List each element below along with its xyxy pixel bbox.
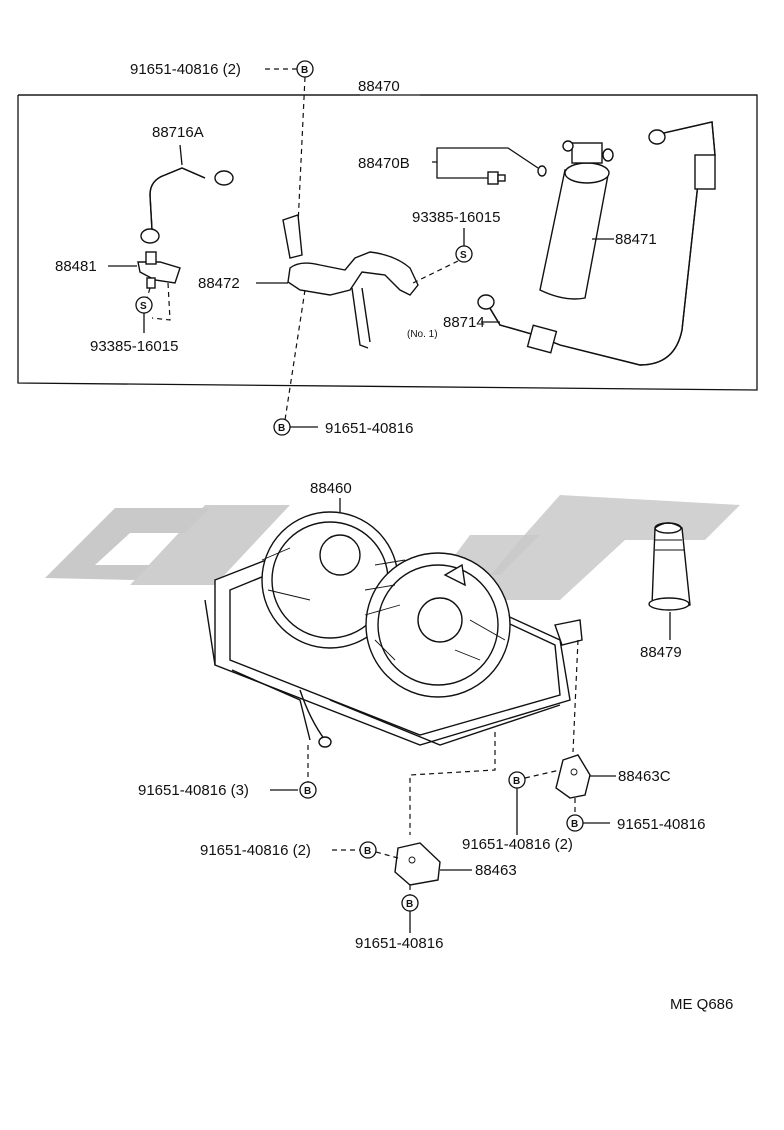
svg-text:S: S [460,250,467,261]
screw-badge-1: S [135,296,153,314]
receiver-drier-88471 [539,140,614,300]
label-88470B: 88470B [358,155,410,172]
label-91651-3: 91651-40816 (3) [138,782,249,799]
label-88716A: 88716A [152,124,204,141]
svg-text:B: B [278,423,285,434]
label-88471: 88471 [615,231,657,248]
bracket-88472 [282,214,419,349]
svg-text:B: B [301,65,308,76]
label-91651-2a: 91651-40816 (2) [200,842,311,859]
svg-text:S: S [140,301,147,312]
label-91651-bot: 91651-40816 [355,935,443,952]
label-88714-sub: (No. 1) [407,329,438,340]
screw-badge-2: S [455,245,473,263]
label-88479: 88479 [640,644,682,661]
bolt-badge-3: B [299,781,317,799]
bolt-badge-r2: B [566,814,584,832]
bracket-88463C [555,754,591,799]
label-88714: 88714 [443,314,485,331]
label-88463: 88463 [475,862,517,879]
bracket-88463 [394,842,441,886]
label-91651-r: 91651-40816 [617,816,705,833]
svg-text:B: B [304,786,311,797]
bolt-badge-l: B [359,841,377,859]
group-label: 88470 [358,78,400,95]
label-88460: 88460 [310,480,352,497]
label-88463C: 88463C [618,768,671,785]
bolt-badge-mid: B [273,418,291,436]
svg-text:B: B [364,846,371,857]
bolt-badge-bot: B [401,894,419,912]
condenser-fan-88460 [204,511,583,748]
diagram-code: ME Q686 [670,996,733,1013]
o-ring [537,165,547,177]
label-91651-2b: 91651-40816 (2) [462,836,573,853]
label-91651-mid: 91651-40816 [325,420,413,437]
assembly-group-box [17,94,758,391]
label-88472: 88472 [198,275,240,292]
label-93385-b: 93385-16015 [412,209,500,226]
plug-88470B [487,171,506,185]
svg-text:B: B [513,776,520,787]
hose-88714 [477,121,716,366]
label-88481: 88481 [55,258,97,275]
label-93385-a: 93385-16015 [90,338,178,355]
pipe-88716A [140,167,234,244]
label-91651-top: 91651-40816 (2) [130,61,241,78]
cover-88479 [648,522,691,611]
bolt-badge-top: B [296,60,314,78]
svg-text:B: B [406,899,413,910]
svg-text:B: B [571,819,578,830]
bolt-badge-r1: B [508,771,526,789]
sensor-88481 [137,251,181,289]
